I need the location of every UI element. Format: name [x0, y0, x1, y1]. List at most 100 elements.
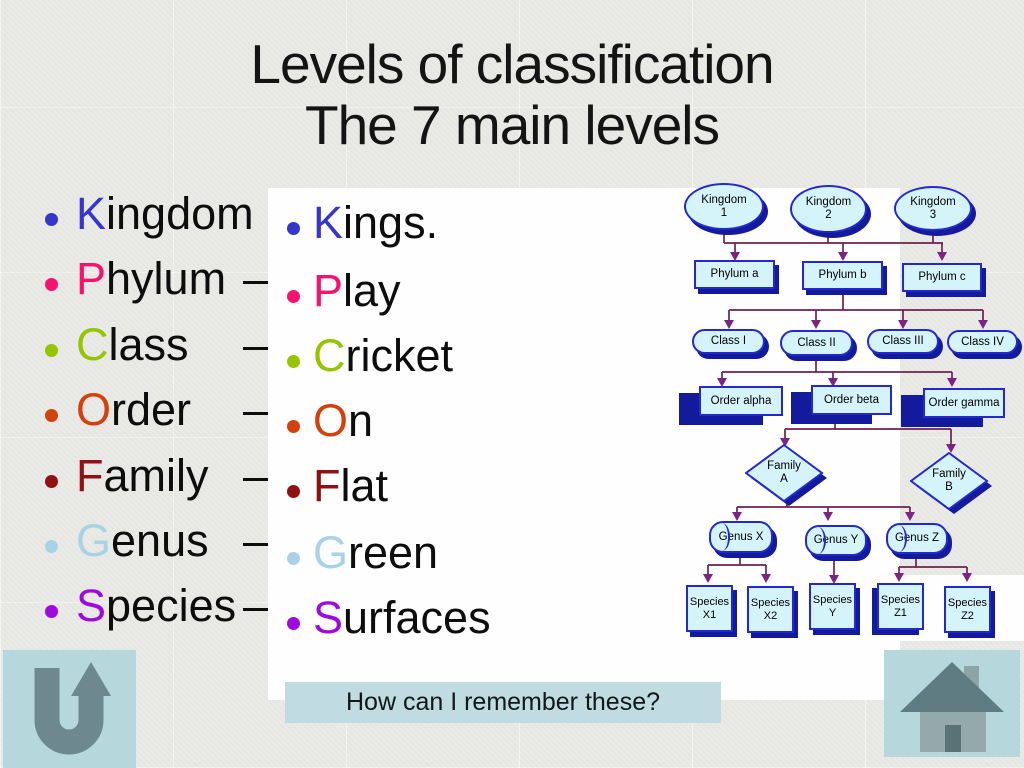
- initial-letter: K: [313, 197, 344, 248]
- question-text: How can I remember these?: [345, 688, 661, 716]
- node-label: Class II: [797, 336, 836, 349]
- diagram-node-phylum-c: Phylum c: [902, 263, 982, 292]
- title-line-2: The 7 main levels: [304, 93, 720, 156]
- label-rest: reen: [348, 527, 439, 578]
- home-button[interactable]: [884, 650, 1020, 757]
- diagram-node-phylum-b: Phylum b: [802, 261, 883, 290]
- initial-letter: C: [313, 330, 346, 381]
- initial-letter: G: [76, 515, 112, 566]
- diagram-node-class-4: Class IV: [947, 330, 1018, 354]
- mnemonic-label: On: [313, 393, 373, 449]
- taxonomy-item-class: Class –: [0, 317, 268, 375]
- diagram-node-class-1: Class I: [692, 329, 765, 354]
- diagram-node-order-gamma: Order gamma: [901, 388, 1005, 428]
- label-rest: rder: [111, 384, 192, 435]
- taxonomy-label: Class: [76, 317, 189, 373]
- cylinder-line: [891, 525, 907, 552]
- taxonomy-label: Phylum: [76, 251, 226, 307]
- node-label: Kingdom: [701, 193, 747, 206]
- label-rest: pecies: [106, 580, 237, 631]
- bullet-icon: [287, 290, 300, 303]
- initial-letter: F: [313, 460, 341, 511]
- node-sublabel: Z2: [961, 609, 974, 622]
- initial-letter: S: [76, 580, 107, 631]
- taxonomy-item-family: Family –: [0, 448, 268, 506]
- initial-letter: G: [313, 527, 349, 578]
- node-sublabel: A: [780, 473, 788, 485]
- taxonomy-item-kingdom: Kingdom: [0, 186, 268, 244]
- bullet-icon: [45, 409, 58, 422]
- bullet-icon: [45, 540, 58, 553]
- dash: –: [243, 580, 269, 631]
- dash: –: [243, 319, 269, 370]
- diagram-node-order-alpha: Order alpha: [679, 386, 785, 426]
- mnemonic-label: Play: [313, 263, 401, 319]
- mnemonic-label: Kings.: [313, 195, 438, 251]
- node-box: Order gamma: [923, 388, 1005, 418]
- taxonomy-item-genus: Genus –: [0, 513, 268, 571]
- taxonomy-item-species: Species –: [0, 578, 268, 636]
- bullet-icon: [45, 213, 58, 226]
- node-label: Kingdom: [805, 196, 852, 209]
- node-label: Phylum a: [710, 268, 759, 281]
- label-rest: ings.: [343, 197, 439, 248]
- label-rest: urfaces: [343, 592, 491, 643]
- node-label: Species: [812, 594, 853, 607]
- node-label: Species: [689, 596, 730, 609]
- mnemonic-question-box: How can I remember these?: [285, 682, 721, 723]
- node-label: Family: [767, 460, 801, 473]
- bullet-icon: [287, 617, 300, 630]
- node-label: Order beta: [824, 394, 879, 406]
- taxonomy-item-phylum: Phylum –: [0, 251, 268, 309]
- dash: –: [243, 384, 269, 435]
- node-box: Order alpha: [699, 386, 783, 416]
- diagram-node-genus-x: Genus X: [709, 521, 773, 553]
- bullet-icon: [287, 222, 300, 235]
- taxonomy-item-order: Order –: [0, 382, 268, 440]
- back-button[interactable]: [3, 650, 136, 768]
- node-label: Order alpha: [710, 395, 772, 407]
- node-label: Phylum c: [918, 271, 966, 284]
- node-label: Species: [947, 597, 988, 610]
- mnemonic-item-on: On: [272, 393, 532, 451]
- mnemonic-item-flat: Flat: [272, 458, 532, 516]
- node-box: Order beta: [811, 385, 892, 415]
- initial-letter: K: [76, 188, 107, 239]
- node-label: Class I: [710, 335, 747, 348]
- node-sublabel: Z1: [894, 606, 907, 619]
- u-turn-arrow-icon: [34, 662, 111, 755]
- diagram-node-class-3: Class III: [867, 329, 939, 354]
- bullet-icon: [287, 552, 300, 565]
- label-rest: hylum: [106, 253, 227, 304]
- label-rest: enus: [111, 515, 209, 566]
- home-icon: [900, 662, 1004, 752]
- node-sublabel: Y: [828, 606, 837, 619]
- bullet-icon: [287, 355, 300, 368]
- mnemonic-item-cricket: Cricket: [272, 328, 532, 386]
- taxonomy-label: Family: [76, 448, 209, 504]
- mnemonic-label: Cricket: [313, 328, 453, 384]
- mnemonic-item-surfaces: Surfaces: [272, 590, 532, 648]
- initial-letter: O: [313, 395, 349, 446]
- node-sublabel: X1: [702, 608, 717, 621]
- diagram-node-genus-y: Genus Y: [805, 525, 867, 556]
- initial-letter: P: [313, 265, 344, 316]
- mnemonic-item-play: Play: [272, 263, 532, 321]
- taxonomy-label: Order: [76, 382, 191, 438]
- diagram-node-genus-z: Genus Z: [886, 523, 948, 554]
- label-rest: amily: [103, 450, 209, 501]
- node-label: Order gamma: [928, 397, 1000, 409]
- mnemonic-item-green: Green: [272, 525, 532, 583]
- label-rest: lass: [108, 319, 189, 370]
